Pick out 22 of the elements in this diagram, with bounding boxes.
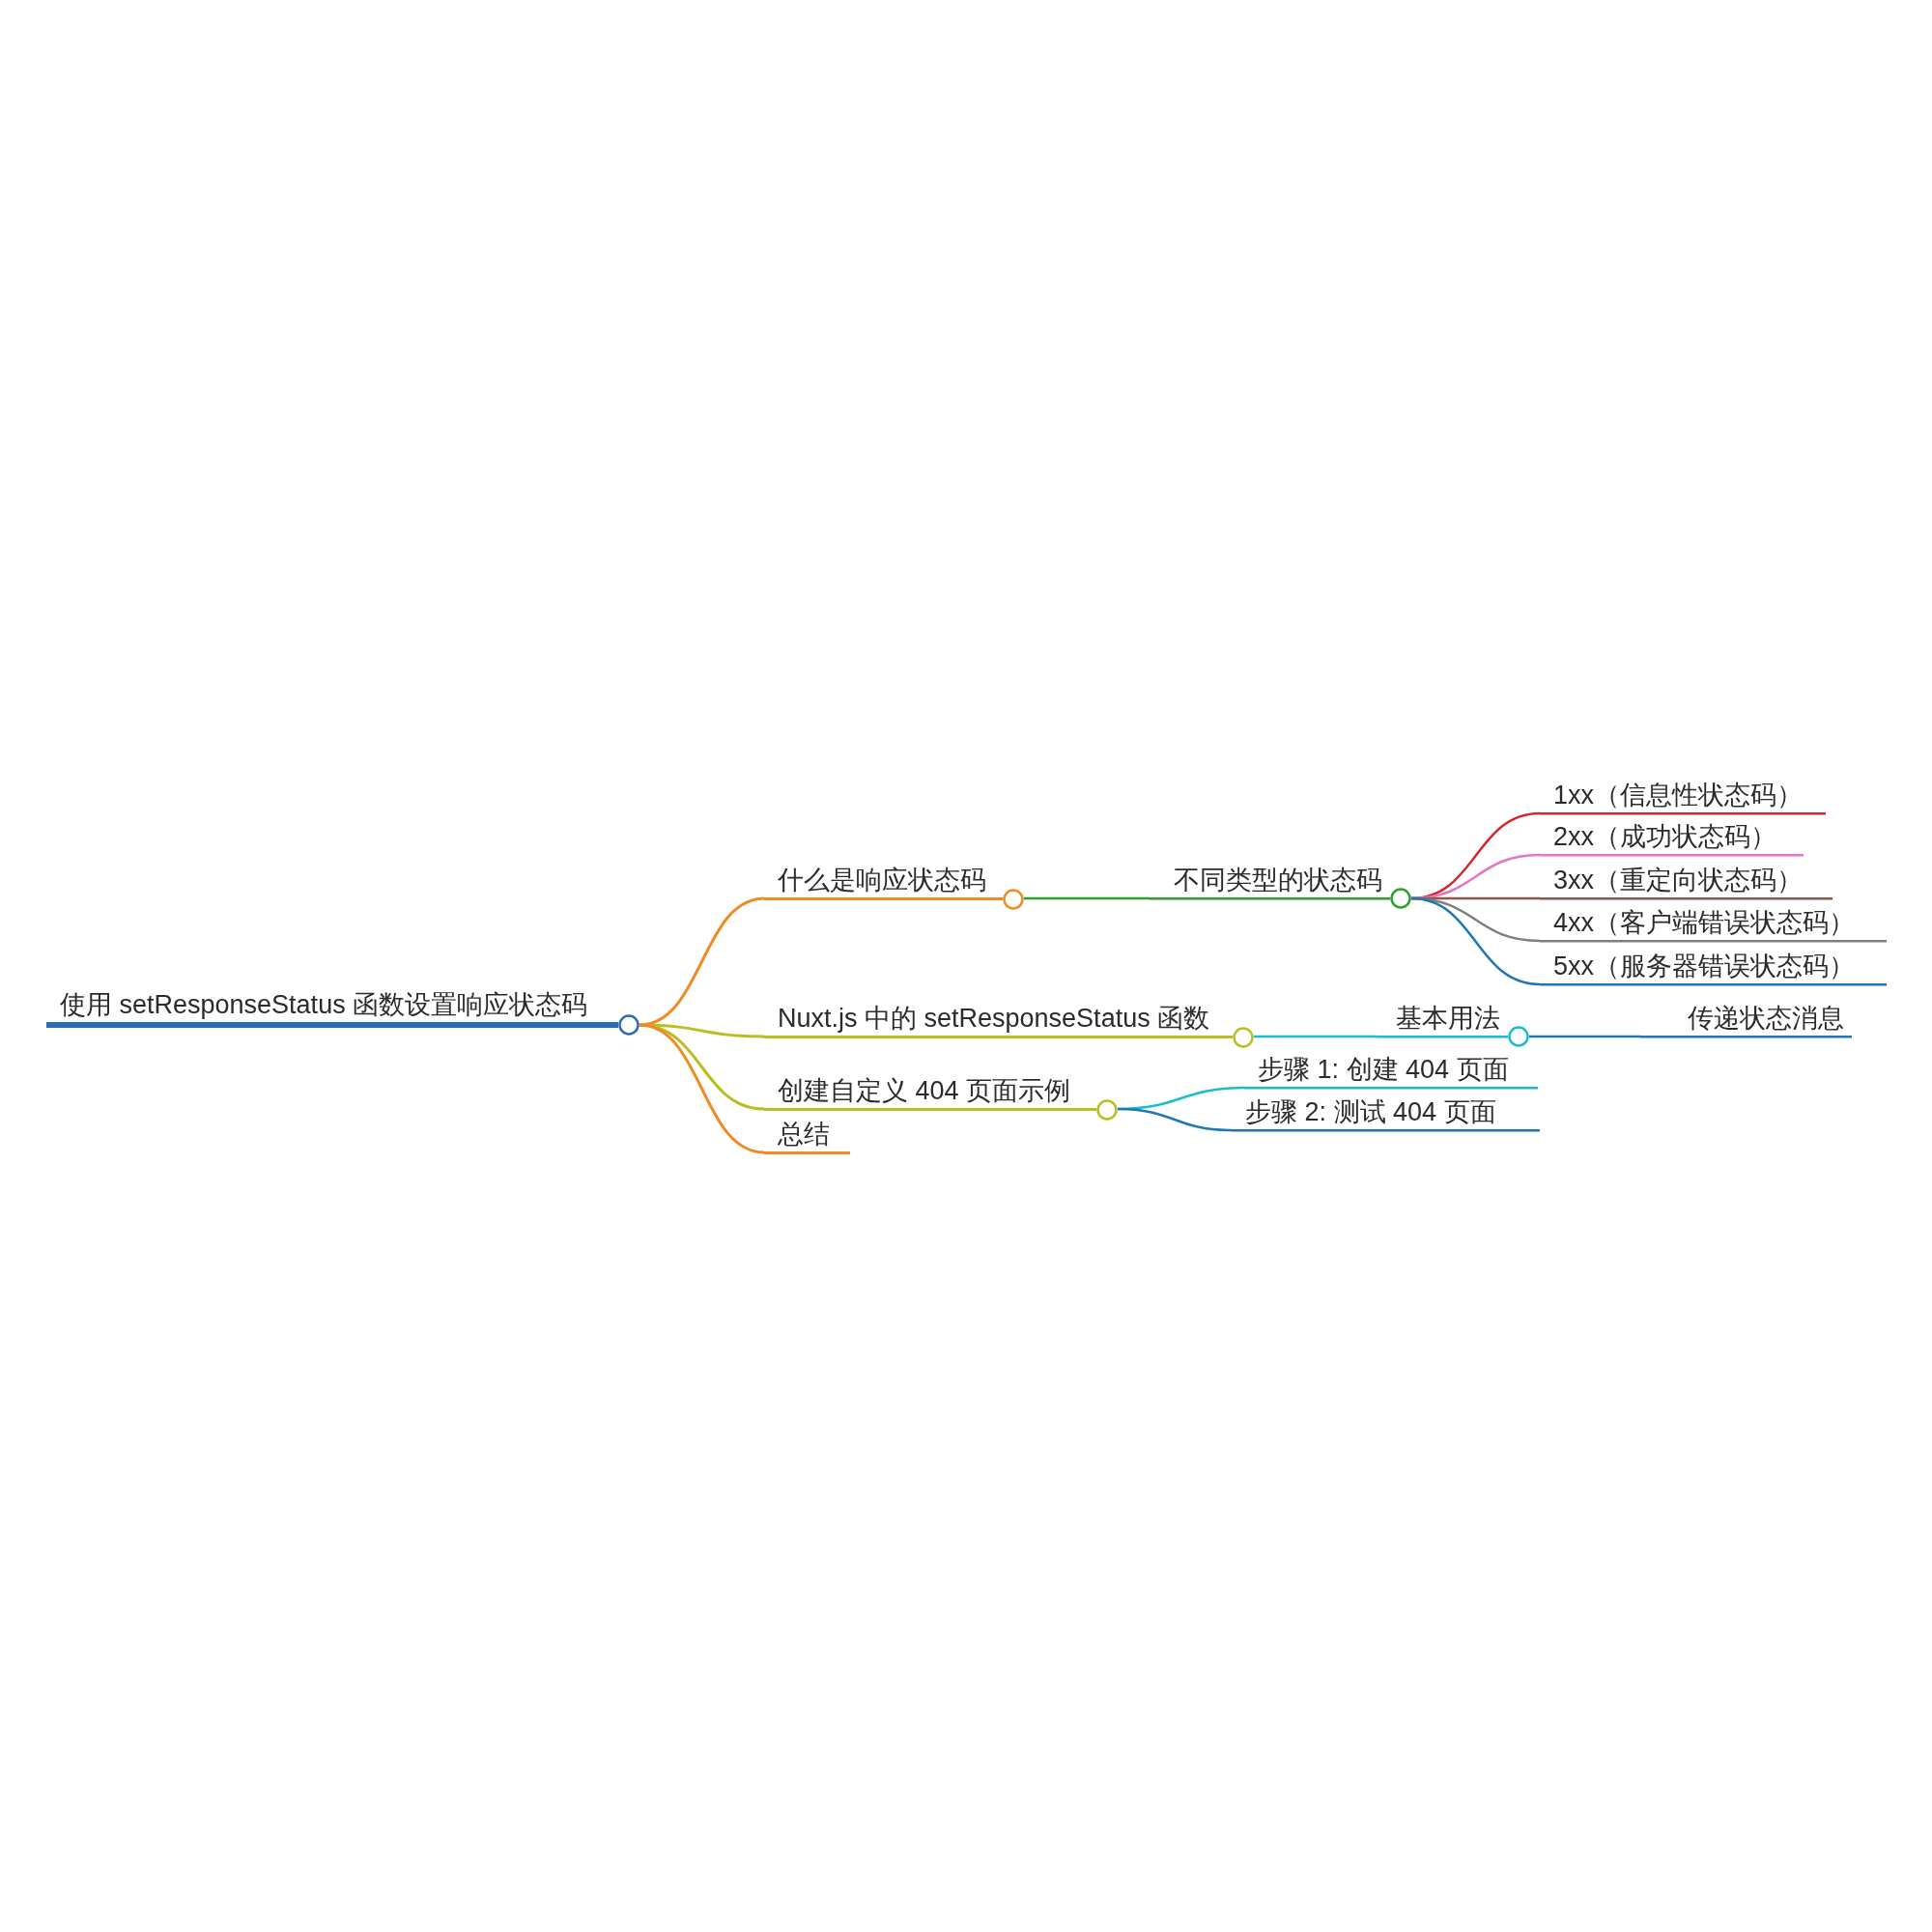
topic-text: 2xx（成功状态码）: [1553, 821, 1777, 853]
topic-text: 1xx（信息性状态码）: [1553, 780, 1804, 811]
branch-connector: [1024, 896, 1150, 900]
branch-connector: [639, 1023, 765, 1154]
topic-text: 基本用法: [1396, 1003, 1500, 1035]
branch-connector: [1529, 1035, 1640, 1038]
topic-text: 5xx（服务器错误状态码）: [1553, 951, 1856, 982]
topic-text: 步骤 1: 创建 404 页面: [1258, 1054, 1509, 1086]
topic-text: Nuxt.js 中的 setResponseStatus 函数: [778, 1003, 1210, 1035]
topic-text: 传递状态消息: [1688, 1003, 1844, 1035]
topic-text: 不同类型的状态码: [1174, 865, 1382, 896]
branch-connector: [1117, 1107, 1233, 1132]
topic-text: 总结: [778, 1119, 830, 1151]
topic-text: 4xx（客户端错误状态码）: [1553, 907, 1856, 939]
topic-text: 创建自定义 404 页面示例: [778, 1075, 1071, 1107]
branch-connector: [1254, 1035, 1377, 1038]
topic-text: 3xx（重定向状态码）: [1553, 865, 1804, 896]
topic-text: 使用 setResponseStatus 函数设置响应状态码: [60, 989, 588, 1021]
topic-text: 步骤 2: 测试 404 页面: [1245, 1096, 1496, 1128]
branch-connector: [639, 896, 765, 1027]
branch-connector: [1410, 896, 1541, 986]
topic-text: 什么是响应状态码: [778, 865, 986, 896]
